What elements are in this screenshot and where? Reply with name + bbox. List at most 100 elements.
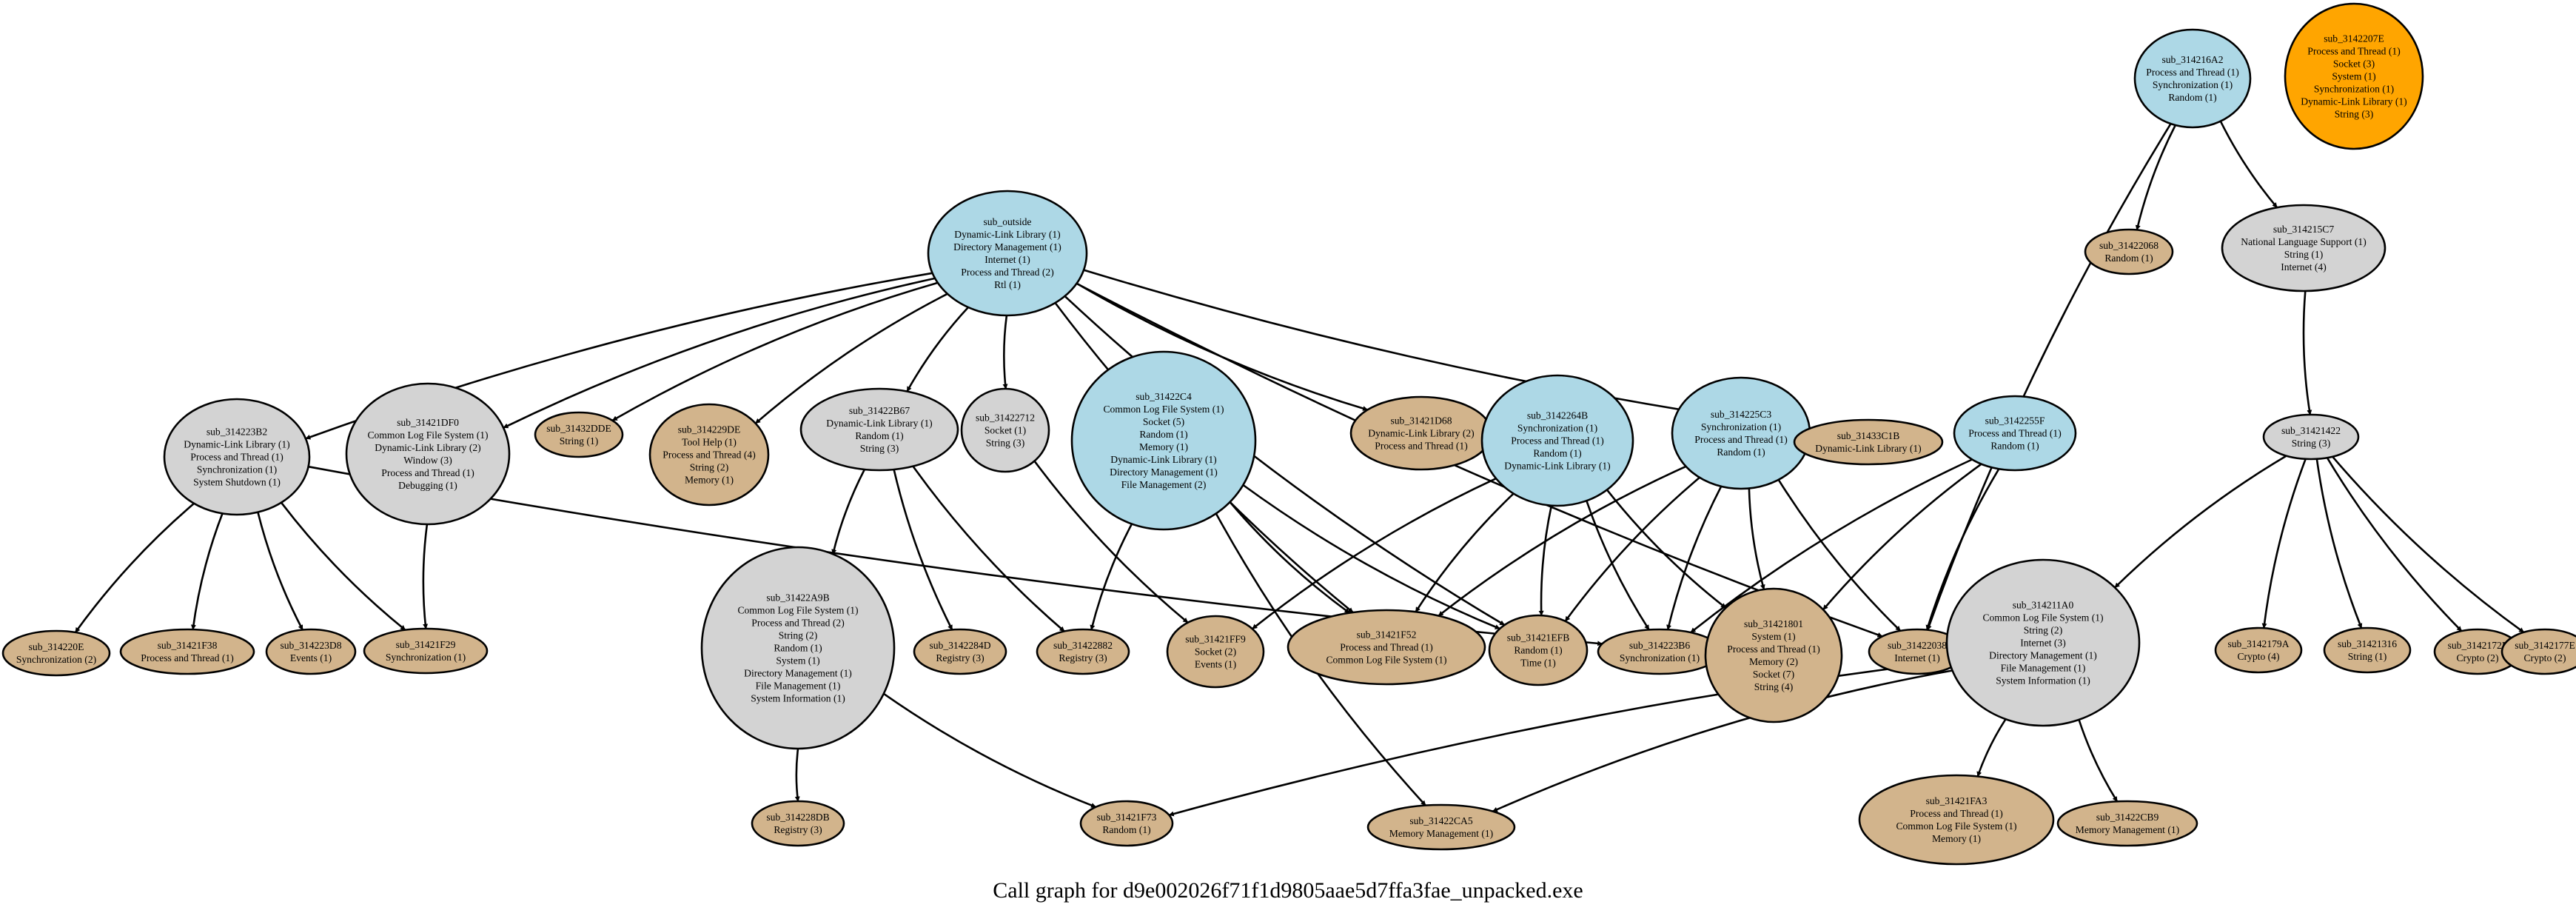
node-api-category: Memory (1) bbox=[1139, 441, 1188, 453]
node-api-category: String (1) bbox=[560, 435, 598, 447]
node-api-category: String (2) bbox=[779, 630, 817, 642]
edge-sub-314211a0-to-sub-31421fa3 bbox=[1976, 718, 2007, 778]
graph-caption: Call graph for d9e002026f71f1d9805aae5d7… bbox=[993, 878, 1583, 903]
node-api-category: Socket (7) bbox=[1753, 669, 1794, 681]
node-api-category: String (1) bbox=[2284, 249, 2323, 261]
node-api-category: Random (1) bbox=[1717, 447, 1765, 458]
edge-sub-31421422-to-sub-3142172f bbox=[2326, 457, 2463, 632]
node-api-category: File Management (1) bbox=[756, 681, 841, 692]
edge-sub-3142264b-to-sub-31421f52 bbox=[1415, 492, 1515, 613]
node-api-category: String (3) bbox=[986, 438, 1024, 449]
node-title: sub_31421801 bbox=[1744, 618, 1803, 629]
edge-sub-31422b67-to-sub-3142284d bbox=[893, 469, 953, 631]
node-api-category: Dynamic-Link Library (1) bbox=[826, 418, 932, 429]
edges-layer bbox=[74, 121, 2525, 817]
node-api-category: Memory Management (1) bbox=[1389, 828, 1493, 840]
node-ellipse bbox=[2323, 626, 2412, 674]
node-title: sub_314228DB bbox=[766, 812, 829, 823]
edge-sub-31422b67-to-sub-31422882 bbox=[912, 465, 1065, 632]
edge-sub-314225c3-to-sub-314223b6 bbox=[1666, 486, 1723, 630]
node-title: sub_31421422 bbox=[2281, 425, 2341, 436]
node-title: sub_3142172F bbox=[2448, 640, 2508, 651]
node-title: sub_314211A0 bbox=[2013, 600, 2074, 611]
node-api-category: Debugging (1) bbox=[398, 480, 457, 492]
node-title: sub_31421316 bbox=[2338, 638, 2397, 649]
node-title: sub_31422712 bbox=[976, 412, 1035, 424]
node-ellipse bbox=[1597, 628, 1723, 675]
node-ellipse bbox=[1287, 609, 1486, 686]
node-ellipse bbox=[363, 627, 489, 675]
node-title: sub_314225C3 bbox=[1711, 409, 1772, 420]
node-title: sub_31421D68 bbox=[1390, 415, 1452, 427]
node-api-category: Process and Thread (1) bbox=[1727, 643, 1819, 655]
edge-sub-314215c7-to-sub-31421422 bbox=[2302, 290, 2312, 415]
edge-sub-314216a2-to-sub-314215c7 bbox=[2219, 121, 2278, 209]
node-api-category: Process and Thread (4) bbox=[663, 449, 755, 461]
node-ellipse bbox=[1166, 615, 1265, 689]
node-api-category: Events (1) bbox=[290, 652, 332, 664]
node-api-category: Common Log File System (1) bbox=[1103, 404, 1224, 415]
edge-sub-314225c3-to-sub-31422038 bbox=[1777, 479, 1902, 632]
node-api-category: Crypto (4) bbox=[2237, 651, 2279, 663]
node-api-category: Rtl (1) bbox=[994, 279, 1021, 291]
node-ellipse bbox=[1366, 803, 1516, 851]
edge-sub-31422c4-to-sub-31422882 bbox=[1090, 523, 1133, 631]
node-api-category: Random (1) bbox=[855, 430, 903, 442]
node-api-category: Dynamic-Link Library (2) bbox=[1368, 428, 1474, 440]
node-title: sub_314216A2 bbox=[2161, 54, 2223, 65]
node-title: sub_314215C7 bbox=[2273, 224, 2335, 235]
node-api-category: Registry (3) bbox=[774, 824, 822, 836]
node-api-category: Internet (1) bbox=[1894, 652, 1940, 664]
node-ellipse bbox=[1671, 376, 1811, 490]
node-ellipse bbox=[2284, 2, 2424, 150]
node-title: sub_31422B67 bbox=[849, 405, 910, 416]
node-api-category: Random (1) bbox=[1514, 645, 1562, 657]
node-api-category: Time (1) bbox=[1520, 658, 1555, 669]
node-title: sub_3142177E bbox=[2515, 640, 2575, 651]
node-api-category: System Information (1) bbox=[751, 693, 845, 705]
node-api-category: Random (1) bbox=[1102, 824, 1150, 836]
edge-sub-3142255f-to-sub-31422038 bbox=[1925, 468, 2000, 631]
node-api-category: String (2) bbox=[2024, 625, 2062, 637]
node-ellipse bbox=[799, 387, 959, 472]
node-api-category: Random (1) bbox=[2104, 253, 2153, 264]
node-ellipse bbox=[700, 546, 896, 750]
edge-sub-31422c4-to-sub-31421efb bbox=[1242, 484, 1500, 630]
node-title: sub_31422CA5 bbox=[1409, 815, 1473, 826]
node-api-category: Process and Thread (1) bbox=[190, 452, 283, 464]
node-ellipse bbox=[1480, 374, 1634, 507]
node-api-category: Random (1) bbox=[774, 643, 822, 655]
node-ellipse bbox=[2133, 28, 2252, 129]
node-title: sub_31421F73 bbox=[1097, 812, 1157, 823]
node-api-category: Process and Thread (1) bbox=[2146, 67, 2238, 78]
edge-sub-314223b2-to-sub-314223d8 bbox=[257, 512, 303, 631]
node-api-category: Events (1) bbox=[1195, 659, 1236, 671]
node-api-category: Dynamic-Link Library (2) bbox=[375, 442, 480, 454]
node-api-category: Directory Management (1) bbox=[1989, 650, 2097, 662]
node-api-category: Process and Thread (1) bbox=[381, 467, 474, 479]
node-title: sub_31432DDE bbox=[546, 423, 611, 434]
node-api-category: Memory (1) bbox=[685, 475, 734, 487]
edge-sub-3142255f-to-sub-31421801 bbox=[1822, 463, 1982, 611]
node-api-category: Common Log File System (1) bbox=[1326, 655, 1446, 666]
node-ellipse bbox=[1070, 350, 1257, 531]
node-ellipse bbox=[960, 387, 1050, 473]
node-api-category: Socket (5) bbox=[1143, 416, 1184, 428]
node-title: sub_3142284D bbox=[929, 640, 990, 651]
node-ellipse bbox=[648, 403, 770, 507]
node-title: sub_314223D8 bbox=[280, 640, 341, 651]
node-api-category: System (1) bbox=[1751, 631, 1795, 643]
node-ellipse bbox=[345, 382, 511, 526]
node-title: sub_3142179A bbox=[2227, 638, 2289, 649]
node-api-category: Socket (2) bbox=[1195, 646, 1236, 658]
edge-sub-314211a0-to-sub-31422ca5 bbox=[1492, 669, 1953, 812]
edge-sub-31421df0-to-sub-31421f29 bbox=[422, 524, 429, 629]
node-api-category: Common Log File System (1) bbox=[1896, 820, 2016, 832]
